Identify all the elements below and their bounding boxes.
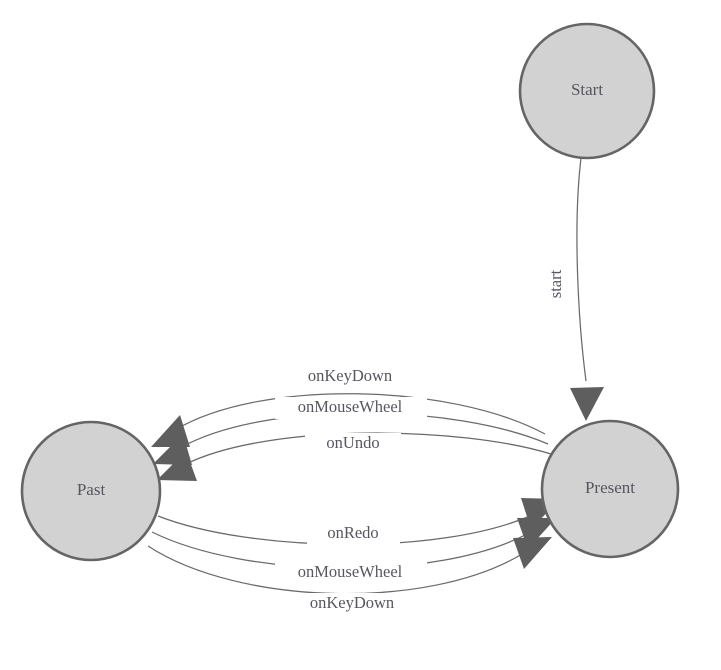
label-backdrop: [305, 433, 401, 455]
node-past[interactable]: Past: [20, 420, 162, 562]
label-backdrop: [307, 523, 400, 545]
edge-path: [576, 157, 587, 382]
edge-label-undo: onUndo: [305, 433, 401, 455]
edge-label-text: start: [546, 269, 565, 298]
node-label-text: Present: [585, 478, 635, 497]
edge-start-to-present[interactable]: [570, 157, 604, 421]
edge-label-redo: onRedo: [307, 523, 400, 545]
edge-label-layer: start onKeyDown onMouseWheel onUndo onRe…: [275, 252, 568, 615]
node-label-text: Start: [571, 80, 603, 99]
label-backdrop: [547, 252, 568, 316]
node-layer: Start Past Present: [20, 22, 680, 562]
edge-label-text: onUndo: [326, 433, 379, 452]
edge-label-text: onKeyDown: [308, 366, 392, 385]
edge-label-text: onKeyDown: [310, 593, 394, 612]
label-backdrop: [285, 366, 416, 388]
edge-layer: [147, 157, 604, 595]
edge-label-start: start: [546, 252, 568, 316]
node-start[interactable]: Start: [518, 22, 656, 160]
edge-label-text: onRedo: [327, 523, 378, 542]
edge-label-text: onMouseWheel: [298, 397, 403, 416]
edge-path: [174, 393, 546, 435]
edge-label-redo-mousewheel: onMouseWheel: [275, 562, 427, 584]
node-circle: [518, 22, 656, 160]
node-label-text: Past: [77, 480, 106, 499]
arrowhead-icon: [157, 451, 197, 481]
arrowhead-icon: [570, 387, 604, 421]
edge-label-undo-keydown: onKeyDown: [285, 366, 416, 388]
edge-label-undo-mousewheel: onMouseWheel: [275, 397, 427, 419]
node-present[interactable]: Present: [540, 419, 680, 559]
label-backdrop: [275, 397, 427, 419]
arrowhead-icon: [513, 537, 552, 569]
edge-label-redo-keydown: onKeyDown: [287, 593, 418, 615]
node-circle: [20, 420, 162, 562]
edge-label-text: onMouseWheel: [298, 562, 403, 581]
node-circle: [540, 419, 680, 559]
label-backdrop: [275, 562, 427, 584]
label-backdrop: [287, 593, 418, 615]
